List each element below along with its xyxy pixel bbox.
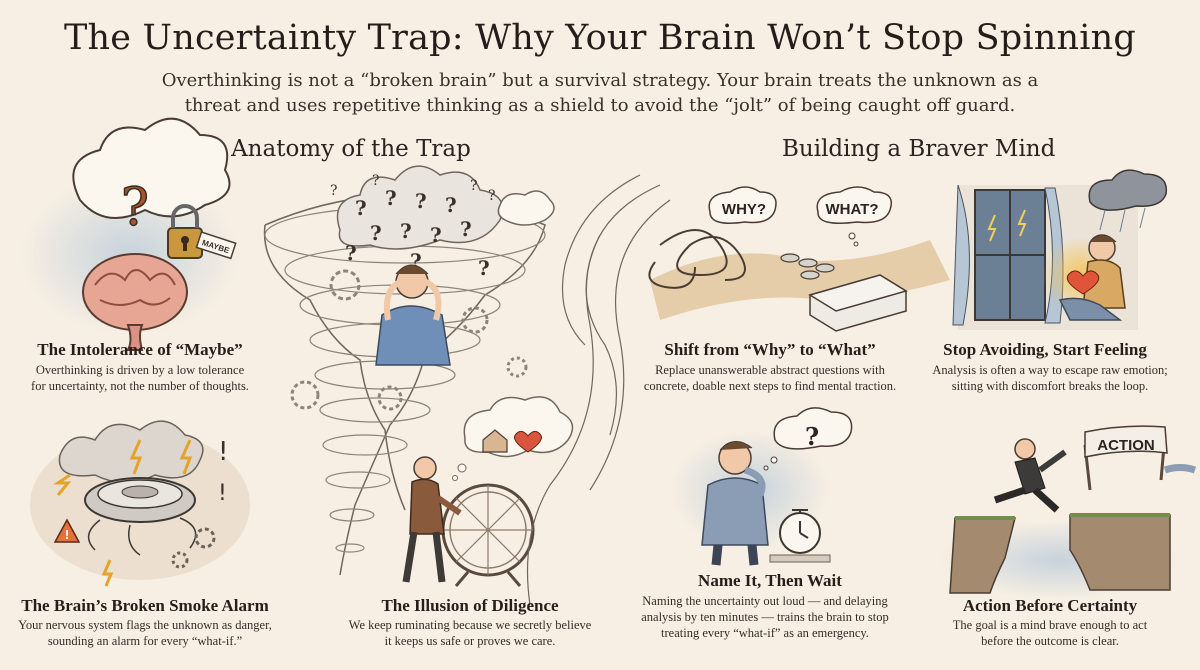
section-heading-braver-mind: Building a Braver Mind bbox=[782, 136, 1056, 162]
card-desc-broken-smoke-alarm: Your nervous system flags the unknown as… bbox=[18, 618, 272, 648]
home-heart-thought-icon bbox=[452, 396, 574, 481]
smoke-alarm-icon: ! ! ! bbox=[30, 420, 250, 587]
svg-text:?: ? bbox=[370, 221, 382, 245]
card-title-illusion-of-diligence: The Illusion of Diligence bbox=[381, 596, 559, 615]
leap-gap-icon: ACTION bbox=[940, 425, 1197, 600]
svg-text:?: ? bbox=[488, 188, 496, 204]
svg-text:?: ? bbox=[445, 193, 457, 217]
page-title: The Uncertainty Trap: Why Your Brain Won… bbox=[63, 18, 1136, 58]
section-heading-anatomy: The Anatomy of the Trap bbox=[180, 136, 471, 162]
svg-text:!: ! bbox=[218, 437, 228, 467]
svg-text:?: ? bbox=[345, 241, 357, 265]
svg-text:?: ? bbox=[470, 178, 478, 194]
svg-text:WHAT?: WHAT? bbox=[825, 201, 878, 218]
card-desc-stop-avoiding: Analysis is often a way to escape raw em… bbox=[932, 363, 1168, 393]
svg-text:?: ? bbox=[430, 223, 442, 247]
page-subtitle: Overthinking is not a “broken brain” but… bbox=[161, 70, 1039, 116]
path-steps-icon: WHY? WHAT? bbox=[648, 186, 950, 332]
svg-text:?: ? bbox=[385, 186, 397, 210]
card-title-broken-smoke-alarm: The Brain’s Broken Smoke Alarm bbox=[21, 596, 269, 615]
timer-icon: ? bbox=[670, 407, 853, 566]
card-desc-why-to-what: Replace unanswerable abstract questions … bbox=[643, 363, 897, 393]
svg-text:?: ? bbox=[478, 256, 490, 280]
svg-text:?: ? bbox=[372, 173, 380, 189]
card-title-why-to-what: Shift from “Why” to “What” bbox=[664, 340, 876, 359]
brain-lock-icon: ? MAYBE bbox=[20, 117, 240, 351]
svg-text:!: ! bbox=[65, 527, 69, 542]
svg-text:?: ? bbox=[121, 178, 149, 238]
card-desc-intolerance-of-maybe: Overthinking is driven by a low toleranc… bbox=[31, 363, 249, 393]
svg-text:?: ? bbox=[410, 249, 422, 273]
tornado-icon: ??? ??? ??? ?? ???? bbox=[263, 165, 555, 576]
swirl-lines bbox=[526, 174, 671, 606]
card-desc-action-before-certainty: The goal is a mind brave enough to act b… bbox=[952, 618, 1148, 648]
card-desc-name-it-then-wait: Naming the uncertainty out loud — and de… bbox=[641, 594, 889, 640]
svg-text:?: ? bbox=[355, 196, 367, 220]
svg-text:?: ? bbox=[460, 217, 472, 241]
hamster-wheel-icon bbox=[402, 456, 535, 587]
card-title-intolerance-of-maybe: The Intolerance of “Maybe” bbox=[37, 340, 243, 359]
svg-text:!: ! bbox=[218, 481, 227, 506]
card-desc-illusion-of-diligence: We keep ruminating because we secretly b… bbox=[348, 618, 592, 648]
svg-text:WHY?: WHY? bbox=[722, 201, 766, 218]
card-title-name-it-then-wait: Name It, Then Wait bbox=[698, 571, 842, 590]
svg-text:?: ? bbox=[805, 422, 819, 451]
svg-text:?: ? bbox=[415, 189, 427, 213]
svg-text:?: ? bbox=[330, 183, 338, 199]
card-title-stop-avoiding: Stop Avoiding, Start Feeling bbox=[943, 340, 1147, 359]
person-heart-icon bbox=[952, 169, 1168, 330]
card-title-action-before-certainty: Action Before Certainty bbox=[962, 596, 1138, 615]
svg-text:ACTION: ACTION bbox=[1097, 437, 1155, 454]
svg-text:?: ? bbox=[400, 219, 412, 243]
